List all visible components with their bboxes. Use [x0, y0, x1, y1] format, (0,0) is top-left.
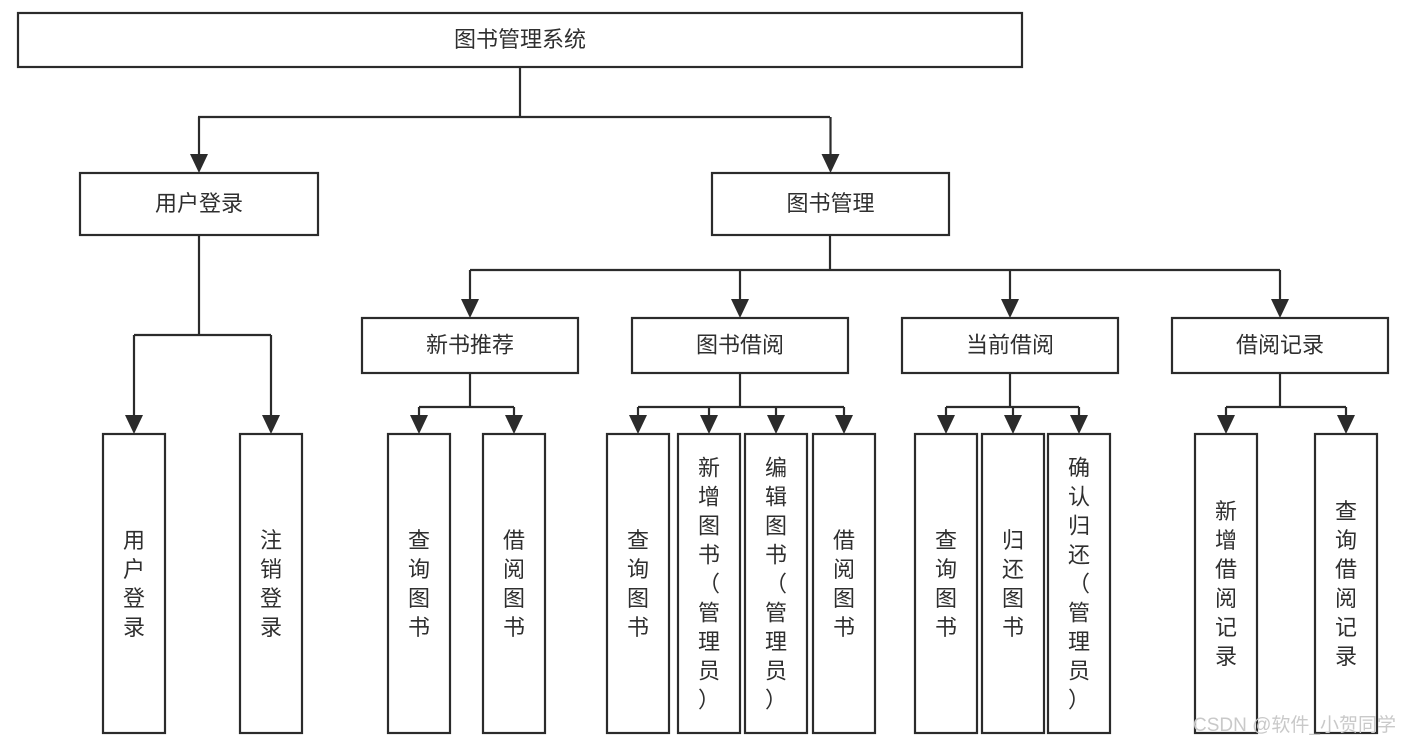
node-level2-rect[interactable]	[78, 171, 320, 237]
node-level2-0[interactable]: 用户登录	[78, 171, 320, 237]
node-leaf-label: 注销登录	[260, 528, 282, 640]
node-leaf-rect[interactable]	[1313, 432, 1379, 735]
node-leaf-12[interactable]: 查询借阅记录	[1313, 432, 1379, 735]
node-leaf-rect[interactable]	[1046, 432, 1112, 735]
node-level3-rect[interactable]	[360, 316, 580, 375]
node-leaf-2[interactable]: 查询图书	[386, 432, 452, 735]
arrow-leaf-6	[767, 415, 785, 434]
node-leaf-9[interactable]: 归还图书	[980, 432, 1046, 735]
node-leaf-rect[interactable]	[238, 432, 304, 735]
arrow-level3-1	[731, 299, 749, 318]
node-leaf-8[interactable]: 查询图书	[913, 432, 979, 735]
node-leaf-label: 查询图书	[627, 528, 649, 640]
node-level3-rect[interactable]	[900, 316, 1120, 375]
node-leaf-0[interactable]: 用户登录	[101, 432, 167, 735]
arrow-leaf-1	[262, 415, 280, 434]
arrow-leaf-10	[1070, 415, 1088, 434]
node-level2-label: 图书管理	[786, 191, 874, 216]
node-leaf-label: 归还图书	[1002, 528, 1024, 640]
boxes-layer: 图书管理系统用户登录图书管理新书推荐图书借阅当前借阅借阅记录用户登录注销登录查询…	[16, 11, 1390, 735]
node-leaf-rect[interactable]	[101, 432, 167, 735]
arrow-leaf-9	[1004, 415, 1022, 434]
node-level3-label: 新书推荐	[426, 332, 514, 357]
node-leaf-label: 借阅图书	[503, 528, 525, 640]
node-leaf-rect[interactable]	[1193, 432, 1259, 735]
node-leaf-label: 确认归还（管理员）	[1068, 456, 1090, 713]
watermark-label: CSDN @软件_小贺同学	[1193, 714, 1396, 736]
node-level3-label: 图书借阅	[696, 332, 784, 357]
node-leaf-rect[interactable]	[811, 432, 877, 735]
node-leaf-3[interactable]: 借阅图书	[481, 432, 547, 735]
node-leaf-rect[interactable]	[743, 432, 809, 735]
node-leaf-label: 编辑图书（管理员）	[765, 456, 787, 713]
arrow-leaf-0	[125, 415, 143, 434]
node-level3-label: 借阅记录	[1236, 332, 1324, 357]
node-leaf-6[interactable]: 编辑图书（管理员）	[743, 432, 809, 735]
node-level2-rect[interactable]	[710, 171, 951, 237]
node-leaf-10[interactable]: 确认归还（管理员）	[1046, 432, 1112, 735]
node-leaf-label: 查询图书	[408, 528, 430, 640]
node-root-rect[interactable]	[16, 11, 1024, 69]
node-leaf-rect[interactable]	[913, 432, 979, 735]
node-leaf-rect[interactable]	[676, 432, 742, 735]
arrow-level2-0	[190, 154, 208, 173]
node-level2-label: 用户登录	[155, 191, 243, 216]
node-leaf-label: 借阅图书	[833, 528, 855, 640]
arrow-leaf-11	[1217, 415, 1235, 434]
connectors-layer	[125, 67, 1355, 434]
node-level3-label: 当前借阅	[966, 332, 1054, 357]
arrow-leaf-4	[629, 415, 647, 434]
node-level3-2[interactable]: 当前借阅	[900, 316, 1120, 375]
arrow-level3-2	[1001, 299, 1019, 318]
node-leaf-rect[interactable]	[980, 432, 1046, 735]
node-level2-1[interactable]: 图书管理	[710, 171, 951, 237]
node-leaf-rect[interactable]	[605, 432, 671, 735]
arrow-level3-3	[1271, 299, 1289, 318]
node-level3-rect[interactable]	[630, 316, 850, 375]
arrow-leaf-3	[505, 415, 523, 434]
node-root-label: 图书管理系统	[454, 27, 586, 52]
node-level3-rect[interactable]	[1170, 316, 1390, 375]
node-leaf-11[interactable]: 新增借阅记录	[1193, 432, 1259, 735]
node-leaf-rect[interactable]	[386, 432, 452, 735]
node-level3-1[interactable]: 图书借阅	[630, 316, 850, 375]
arrow-level2-1	[821, 154, 840, 173]
node-leaf-label: 新增借阅记录	[1215, 499, 1237, 669]
node-leaf-label: 查询借阅记录	[1335, 499, 1357, 669]
node-level3-0[interactable]: 新书推荐	[360, 316, 580, 375]
node-leaf-1[interactable]: 注销登录	[238, 432, 304, 735]
arrow-leaf-7	[835, 415, 853, 434]
node-leaf-label: 用户登录	[123, 528, 145, 640]
node-leaf-7[interactable]: 借阅图书	[811, 432, 877, 735]
node-root[interactable]: 图书管理系统	[16, 11, 1024, 69]
arrow-leaf-12	[1337, 415, 1355, 434]
arrow-level3-0	[461, 299, 479, 318]
node-level3-3[interactable]: 借阅记录	[1170, 316, 1390, 375]
node-leaf-label: 新增图书（管理员）	[698, 456, 720, 713]
arrow-leaf-5	[700, 415, 718, 434]
arrow-leaf-2	[410, 415, 428, 434]
node-leaf-4[interactable]: 查询图书	[605, 432, 671, 735]
node-leaf-label: 查询图书	[935, 528, 957, 640]
node-leaf-5[interactable]: 新增图书（管理员）	[676, 432, 742, 735]
arrow-leaf-8	[937, 415, 955, 434]
node-leaf-rect[interactable]	[481, 432, 547, 735]
